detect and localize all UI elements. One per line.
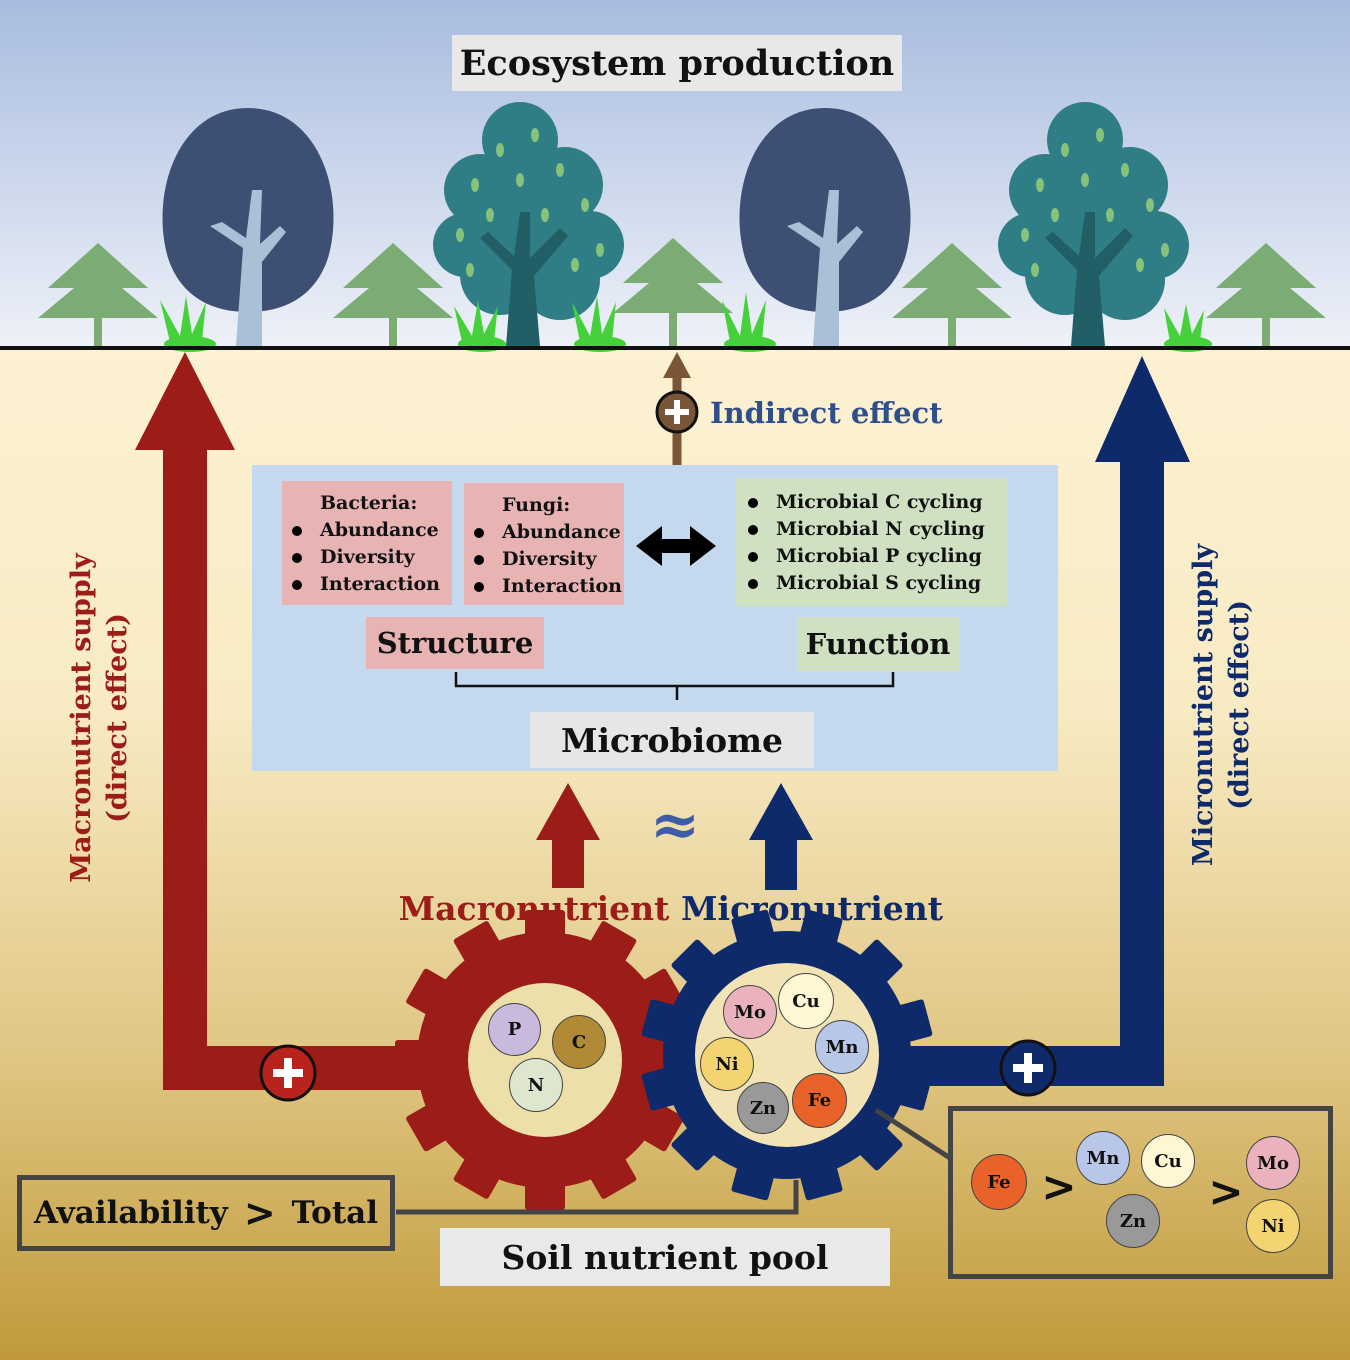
ecosystem-production-title: Ecosystem production [452,35,902,91]
list-item: Abundance [464,519,624,546]
availability-label: Availability [33,1195,228,1231]
double-arrow-icon [636,526,716,566]
list-item: Abundance [282,517,452,544]
microbial-functions-box: Microbial C cycling Microbial N cycling … [736,478,1007,606]
bacteria-heading: Bacteria: [320,492,418,514]
list-item: Microbial C cycling [738,489,1007,516]
dark-tree-icon [162,108,334,346]
rank-zn: Zn [1106,1194,1160,1248]
structure-label: Structure [366,617,544,669]
conifer-tree-icon [892,243,1012,346]
list-item: Microbial P cycling [738,543,1007,570]
dark-tree-icon [739,108,911,346]
micronutrient-supply-line1: Micronutrient supply [1188,543,1219,867]
indirect-effect-label: Indirect effect [710,396,943,430]
bacteria-box: Bacteria: Abundance Diversity Interactio… [282,481,452,605]
element-fe: Fe [792,1073,847,1128]
macronutrient-supply-line2: (direct effect) [102,613,133,823]
element-n: N [509,1058,563,1112]
list-item: Interaction [464,573,624,600]
macronutrient-supply-label: Macronutrient supply (direct effect) [64,553,136,882]
micronutrient-supply-line2: (direct effect) [1224,600,1255,810]
micronutrient-ranking-box: Fe > Mn Cu Zn > Mo Ni [948,1106,1333,1279]
macronutrient-supply-line1: Macronutrient supply [66,553,97,883]
fungi-list: Abundance Diversity Interaction [464,519,624,600]
element-ni: Ni [700,1037,754,1091]
micronutrient-gear [641,909,933,1201]
total-label: Total [291,1195,379,1231]
plus-icon [259,1044,317,1102]
list-item: Microbial N cycling [738,516,1007,543]
micronutrient-small-arrow [749,783,813,890]
micronutrient-supply-label: Micronutrient supply (direct effect) [1186,544,1258,866]
bacteria-list: Abundance Diversity Interaction [282,517,452,598]
conifer-tree-icon [1206,243,1326,346]
plus-icon [655,390,699,434]
element-mn: Mn [815,1020,869,1074]
element-zn: Zn [737,1082,789,1134]
element-cu: Cu [778,973,834,1029]
macronutrient-small-arrow [536,783,600,888]
availability-box: Availability > Total [17,1175,395,1251]
rank-mn: Mn [1076,1131,1130,1185]
list-item: Diversity [464,546,624,573]
function-label: Function [797,617,959,671]
element-c: C [552,1015,606,1069]
plus-icon [999,1039,1057,1097]
fungi-heading: Fungi: [502,494,571,516]
microbiome-bracket [454,672,895,700]
rank-cu: Cu [1141,1134,1195,1188]
macronutrient-label: Macronutrient [398,888,670,928]
functions-list: Microbial C cycling Microbial N cycling … [738,489,1007,597]
conifer-tree-icon [38,243,158,346]
greater-than-symbol: > [1208,1166,1244,1216]
rank-fe: Fe [971,1154,1027,1210]
list-item: Diversity [282,544,452,571]
element-mo: Mo [723,985,777,1039]
approx-symbol: ≈ [649,790,701,860]
conifer-tree-icon [613,238,733,346]
conifer-tree-icon [333,243,453,346]
greater-than-symbol: > [243,1191,276,1235]
availability-connector [396,1180,799,1215]
list-item: Interaction [282,571,452,598]
soil-nutrient-pool-label: Soil nutrient pool [440,1228,890,1286]
rank-mo: Mo [1246,1136,1300,1190]
micronutrient-label: Micronutrient [681,888,943,928]
ranking-connector [874,1107,952,1161]
microbiome-label: Microbiome [530,712,814,768]
rank-ni: Ni [1246,1199,1300,1253]
teal-tree-icon [998,102,1189,346]
list-item: Microbial S cycling [738,570,1007,597]
element-p: P [488,1003,541,1056]
teal-tree-icon [433,102,624,346]
fungi-box: Fungi: Abundance Diversity Interaction [464,483,624,605]
greater-than-symbol: > [1041,1161,1077,1211]
